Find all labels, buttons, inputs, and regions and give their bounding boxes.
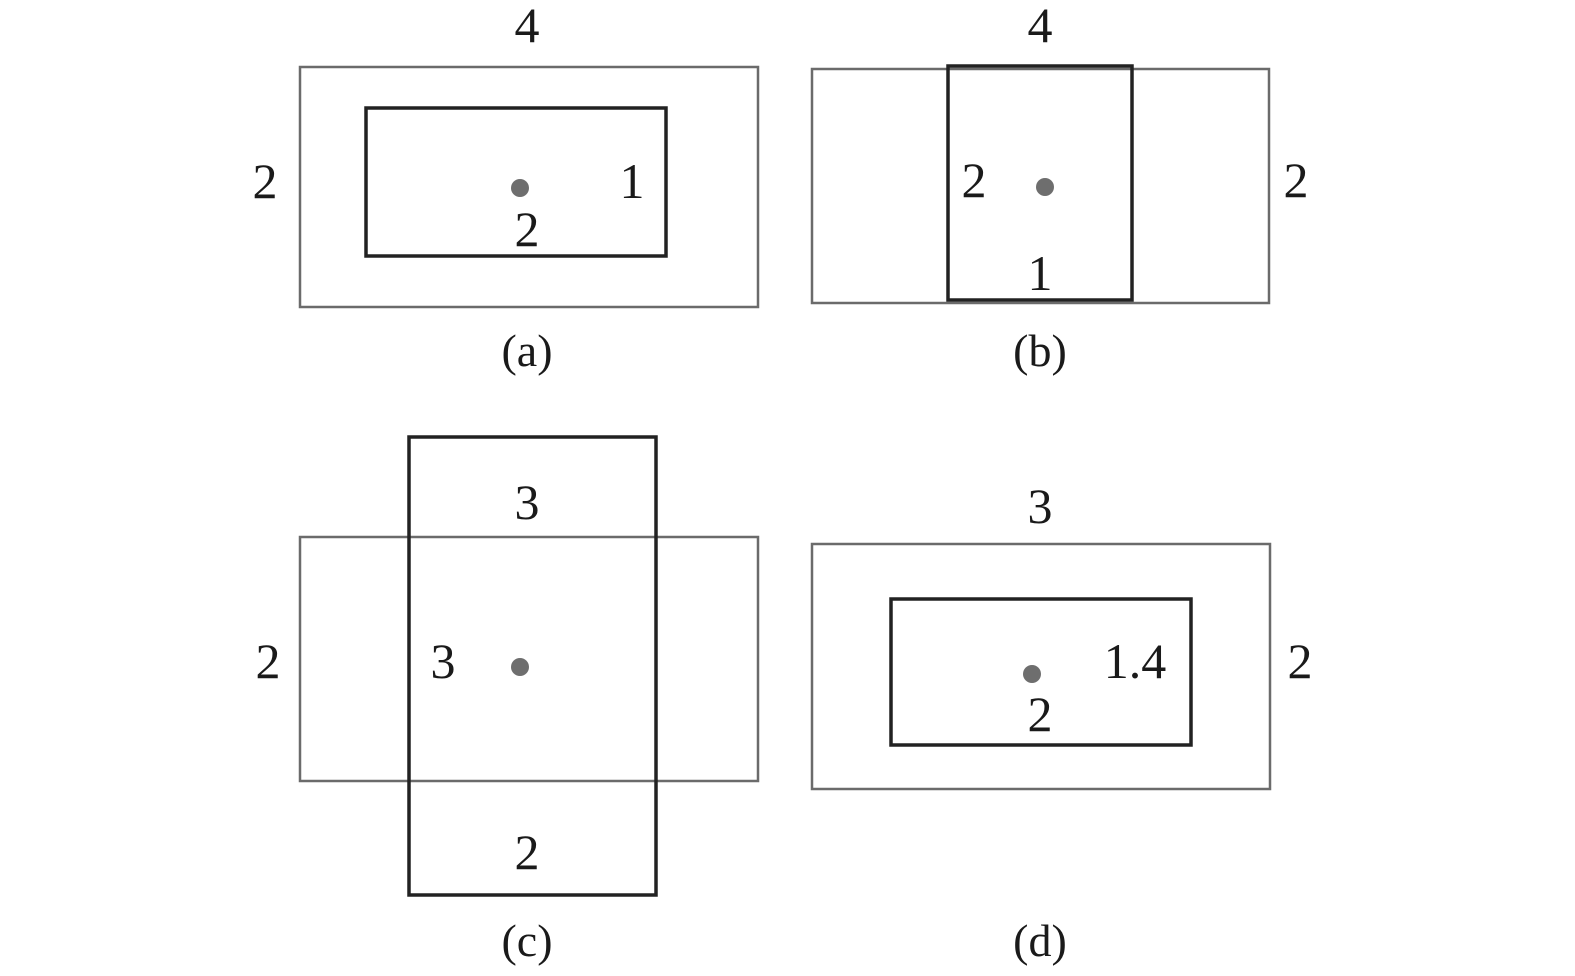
panel-a-inner-height-label: 1 bbox=[620, 153, 645, 209]
panel-b-outer-height-label: 2 bbox=[1284, 152, 1309, 208]
panel-d-caption: (d) bbox=[1013, 915, 1067, 966]
panel-b: 4 2 1 2 (b) bbox=[810, 0, 1309, 376]
panel-a-outer-width-label: 4 bbox=[515, 0, 540, 53]
panel-c-outer-height-label: 2 bbox=[256, 633, 281, 689]
panel-d-outer-rect bbox=[810, 542, 1272, 791]
panel-a: 4 2 2 1 (a) bbox=[253, 0, 760, 376]
panel-c-center-dot bbox=[511, 658, 529, 676]
panel-d-outer-height-label: 2 bbox=[1288, 633, 1313, 689]
panel-a-inner-rect bbox=[364, 106, 668, 258]
panel-b-inner-width-label: 1 bbox=[1028, 245, 1053, 301]
panel-d-inner-height-label: 1.4 bbox=[1104, 633, 1167, 689]
panel-a-center-dot bbox=[511, 179, 529, 197]
panel-b-inner-height-label: 2 bbox=[962, 152, 987, 208]
panel-b-center-dot bbox=[1036, 178, 1054, 196]
panel-a-caption: (a) bbox=[501, 325, 552, 376]
panel-d-inner-width-label: 2 bbox=[1028, 686, 1053, 742]
panel-a-inner-width-label: 2 bbox=[515, 201, 540, 257]
panel-c-inner-height-label: 3 bbox=[431, 633, 456, 689]
panel-d-center-dot bbox=[1023, 665, 1041, 683]
panel-c: 2 3 3 2 (c) bbox=[256, 435, 760, 966]
panel-d-inner-rect bbox=[889, 597, 1193, 747]
panel-b-inner-rect bbox=[946, 64, 1134, 302]
panel-c-inner-rect bbox=[407, 435, 658, 897]
panel-c-inner-top-label: 3 bbox=[515, 474, 540, 530]
panel-d: 3 2 2 1.4 (d) bbox=[810, 478, 1313, 966]
panel-c-inner-width-label: 2 bbox=[515, 824, 540, 880]
panel-b-outer-rect bbox=[810, 67, 1271, 305]
panel-c-outer-rect bbox=[298, 535, 760, 783]
panel-a-outer-rect bbox=[298, 65, 760, 309]
panel-d-outer-width-label: 3 bbox=[1028, 478, 1053, 534]
panel-b-caption: (b) bbox=[1013, 325, 1067, 376]
panel-a-outer-height-label: 2 bbox=[253, 153, 278, 209]
panel-c-caption: (c) bbox=[501, 915, 552, 966]
panel-b-outer-width-label: 4 bbox=[1028, 0, 1053, 53]
